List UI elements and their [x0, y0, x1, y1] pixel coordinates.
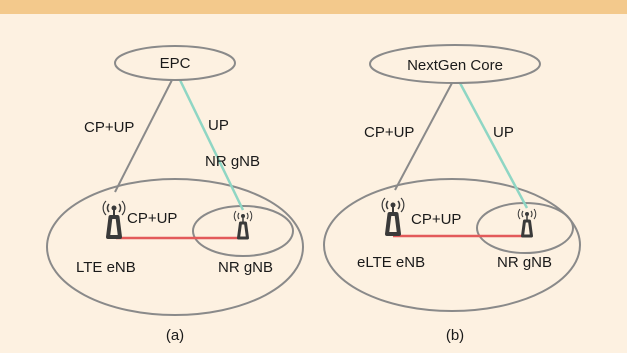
core-to-nr-up-link [178, 79, 245, 211]
diagram-b: NextGen Core CP+UP UP CP+UP eLTE eNB NR … [323, 44, 581, 344]
core-to-nr-up-link [458, 82, 529, 209]
lte-enb-tower-icon [101, 199, 127, 239]
nr-gnb-label: NR gNB [218, 259, 273, 276]
core-to-lte-link-label: CP+UP [84, 119, 134, 136]
core-node-ellipse [369, 44, 541, 84]
x2-link-label: CP+UP [411, 211, 461, 228]
core-node-label: EPC [160, 55, 191, 72]
nr-gnb-tower-icon [516, 207, 538, 238]
core-to-lte-link [114, 79, 173, 193]
diagram-b-caption: (b) [446, 327, 464, 344]
lte-coverage-ellipse [323, 178, 581, 312]
lte-coverage-ellipse [46, 178, 304, 316]
core-to-nr-link-label: UP [493, 124, 514, 141]
diagram-a-caption: (a) [166, 327, 184, 344]
elte-enb-tower-icon [380, 196, 406, 236]
nr-gnb-tower-icon [232, 209, 254, 240]
core-to-lte-link [394, 82, 453, 191]
top-color-band [0, 0, 627, 14]
core-node-ellipse [114, 45, 236, 81]
elte-enb-label: eLTE eNB [357, 254, 425, 271]
nr-gnb-label: NR gNB [497, 254, 552, 271]
core-to-nr-link-label: UP [208, 117, 229, 134]
nr-gnb-floating-label: NR gNB [205, 153, 260, 170]
nr-coverage-ellipse [192, 205, 294, 257]
diagram-a: EPC CP+UP UP NR gNB CP+UP LTE eNB NR gNB… [46, 45, 304, 344]
lte-enb-label: LTE eNB [76, 259, 136, 276]
core-node-label: NextGen Core [407, 57, 503, 74]
core-to-lte-link-label: CP+UP [364, 124, 414, 141]
x2-link-label: CP+UP [127, 210, 177, 227]
